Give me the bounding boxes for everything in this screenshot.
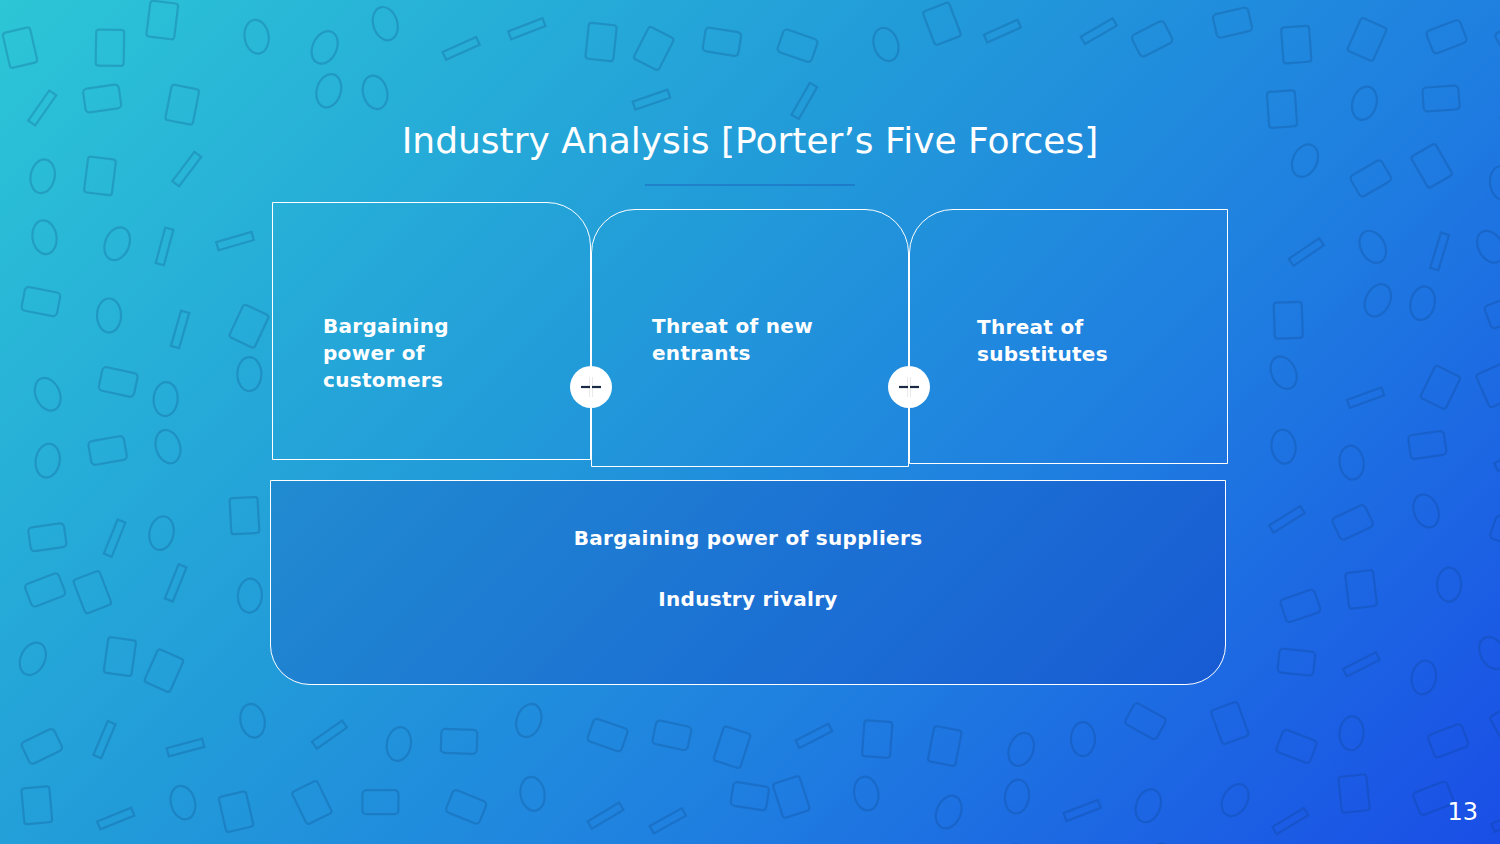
band-box: Bargaining power of suppliersIndustry ri… — [270, 480, 1226, 685]
force-label: Threat of new entrants — [652, 313, 857, 367]
force-label: Industry rivalry — [658, 586, 837, 613]
title-rule — [645, 184, 855, 186]
force-box: Bargaining power of customers — [272, 202, 591, 460]
force-label: Bargaining power of customers — [323, 313, 501, 394]
force-label: Threat of substitutes — [977, 314, 1142, 368]
force-box: Threat of new entrants — [591, 209, 909, 467]
page-number: 13 — [1447, 798, 1478, 826]
force-box: Threat of substitutes — [909, 209, 1228, 464]
slide-title: Industry Analysis [Porter’s Five Forces] — [0, 120, 1500, 161]
force-label: Bargaining power of suppliers — [574, 525, 923, 552]
